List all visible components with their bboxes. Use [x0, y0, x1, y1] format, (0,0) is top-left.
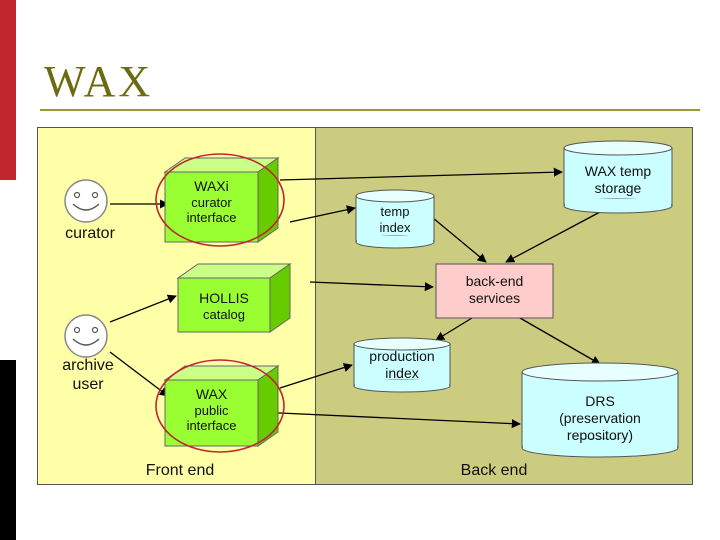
left-accent-bar-black [0, 360, 16, 540]
production-index-label: production index [354, 348, 450, 382]
title-underline [40, 109, 700, 111]
back-end-label: Back end [460, 462, 528, 479]
front-end-label: Front end [145, 462, 215, 479]
archive-user-label: archive user [50, 356, 126, 394]
wax-public-line-3: interface [186, 418, 237, 434]
left-accent-bar-red [0, 0, 16, 180]
hollis-line-2: catalog [203, 306, 245, 322]
backend-services-label: back-end services [436, 273, 553, 307]
arrow-tempindex-to-backend [432, 217, 487, 263]
waxi-label: WAXi curator interface [165, 178, 258, 226]
arrow-hollis-to-backend [309, 281, 434, 292]
arrow-public-to-drs [257, 411, 521, 429]
archive-user-face-icon [64, 314, 108, 358]
drs-cylinder [521, 362, 679, 458]
wax-temp-storage-line-2: storage [594, 179, 642, 196]
wax-public-highlight-ring [155, 359, 285, 453]
curator-face-icon [64, 179, 108, 223]
curator-label: curator [65, 225, 115, 242]
arrows [109, 167, 601, 429]
archive-user-line-1: archive [62, 357, 114, 374]
waxi-cube [163, 157, 280, 243]
hollis-title: HOLLIS [199, 290, 249, 306]
wax-public-label: WAX public interface [165, 386, 258, 434]
production-index-line-1: production [369, 348, 435, 364]
arrow-waxi-to-storage [279, 167, 563, 181]
drs-line-3: repository) [566, 426, 634, 443]
temp-index-cylinder [355, 189, 435, 249]
production-index-cylinder [353, 337, 451, 393]
drs-label: DRS (preservation repository) [522, 393, 678, 443]
temp-index-line-2: index [379, 219, 411, 235]
arrow-archive-to-hollis [109, 294, 177, 323]
hollis-cube [176, 263, 292, 333]
wax-temp-storage-label: WAX temp storage [564, 163, 672, 197]
waxi-line-3: interface [186, 210, 237, 226]
backend-services-box [435, 263, 554, 319]
arrow-public-to-production-index [279, 363, 353, 389]
arrow-archive-to-wax-public [109, 351, 169, 397]
wax-public-line-2: public [194, 402, 229, 418]
arrow-backend-to-drs [519, 317, 601, 365]
backend-services-line-1: back-end [465, 273, 524, 289]
drs-line-2: (preservation [559, 409, 641, 426]
waxi-highlight-ring [155, 153, 285, 247]
slide-title: WAX [44, 57, 154, 106]
archive-user-line-2: user [72, 376, 104, 394]
temp-index-label: temp index [356, 204, 434, 235]
temp-index-line-1: temp [380, 204, 410, 219]
production-index-line-2: index [385, 364, 419, 381]
hollis-label: HOLLIS catalog [178, 290, 270, 322]
drs-title: DRS [585, 393, 615, 409]
arrow-storage-to-backend [505, 211, 601, 263]
wax-public-cube [163, 365, 280, 447]
wax-temp-storage-line-1: WAX temp [584, 163, 652, 179]
wax-temp-storage-cylinder [563, 140, 673, 214]
arrow-waxi-to-temp-index [289, 205, 356, 223]
arrow-backend-to-production-index [435, 317, 473, 341]
wax-public-title: WAX [195, 386, 228, 402]
backend-services-line-2: services [468, 289, 521, 306]
waxi-title: WAXi [194, 178, 229, 194]
waxi-line-2: curator [191, 194, 232, 210]
